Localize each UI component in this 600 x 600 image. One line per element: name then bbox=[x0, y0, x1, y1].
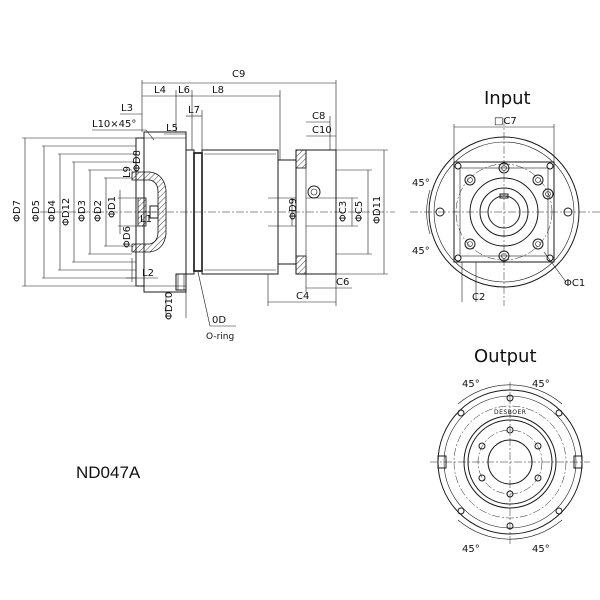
dim-c6: C6 bbox=[336, 277, 349, 288]
dim-d10: ΦD10 bbox=[164, 292, 175, 320]
input-square-flange bbox=[453, 161, 555, 263]
input-view: Input bbox=[410, 88, 600, 306]
model-number: ND047A bbox=[76, 463, 141, 482]
dim-od: 0D bbox=[212, 315, 226, 326]
dim-d1: ΦD1 bbox=[107, 196, 118, 218]
dim-d8: ΦD8 bbox=[132, 150, 143, 172]
input-dim-c1: ΦC1 bbox=[564, 278, 585, 289]
right-diameter-dims: ΦD9 ΦC3 ΦC5 ΦD11 bbox=[268, 149, 388, 275]
dim-l10: L10×45° bbox=[92, 119, 136, 130]
dim-l4: L4 bbox=[154, 85, 166, 96]
dim-l9: L9 bbox=[122, 166, 133, 178]
output-shaft-section bbox=[131, 171, 167, 253]
left-diameter-dims: ΦD7 ΦD5 ΦD4 ΦD12 ΦD3 ΦD2 ΦD1 bbox=[12, 137, 187, 320]
dim-d11: ΦD11 bbox=[372, 196, 383, 224]
dim-d4: ΦD4 bbox=[47, 200, 58, 222]
clamp-screw bbox=[307, 185, 321, 199]
dim-l6: L6 bbox=[178, 85, 190, 96]
dim-l7: L7 bbox=[188, 105, 200, 116]
dim-c8: C8 bbox=[312, 111, 325, 122]
input-bore bbox=[487, 195, 521, 229]
dim-l5: L5 bbox=[166, 123, 178, 134]
output-center-bore bbox=[487, 439, 533, 485]
output-title: Output bbox=[474, 346, 537, 367]
side-view: C9 L4 L6 L8 L3 L7 L10×45° L5 C8 C10 ΦD7 bbox=[12, 69, 395, 342]
output-brand: DESBOER bbox=[494, 409, 526, 416]
input-angle-1: 45° bbox=[412, 178, 430, 189]
dim-c4: C4 bbox=[296, 291, 309, 302]
dim-d12: ΦD12 bbox=[61, 198, 72, 226]
dim-d5: ΦD5 bbox=[31, 200, 42, 222]
dim-l3: L3 bbox=[121, 103, 133, 114]
dim-d9: ΦD9 bbox=[288, 198, 299, 220]
dim-d6: ΦD6 bbox=[122, 226, 133, 248]
dim-l8: L8 bbox=[212, 85, 224, 96]
dim-d7: ΦD7 bbox=[12, 200, 23, 222]
dim-l1: L1 bbox=[140, 214, 152, 225]
input-angle-2: 45° bbox=[412, 246, 430, 257]
output-angle-1: 45° bbox=[462, 379, 480, 390]
flange-bolt bbox=[175, 273, 187, 291]
dim-c9: C9 bbox=[232, 69, 245, 80]
output-view: Output DESBOER 45° 45° 45° 45° bbox=[430, 346, 590, 555]
dim-c3: ΦC3 bbox=[338, 201, 349, 222]
output-angle-3: 45° bbox=[462, 544, 480, 555]
oring-label: O-ring bbox=[206, 332, 234, 342]
dim-c10: C10 bbox=[312, 125, 332, 136]
input-dim-c2: C2 bbox=[472, 292, 485, 303]
input-title: Input bbox=[484, 88, 531, 109]
dim-d3: ΦD3 bbox=[77, 200, 88, 222]
dim-c5: ΦC5 bbox=[354, 201, 365, 222]
motor-flange bbox=[295, 149, 337, 275]
dim-d2: ΦD2 bbox=[93, 200, 104, 222]
dim-l2: L2 bbox=[142, 268, 154, 279]
output-angle-2: 45° bbox=[532, 379, 550, 390]
input-dim-c7: □C7 bbox=[494, 116, 517, 127]
output-angle-4: 45° bbox=[532, 544, 550, 555]
input-outer-circle bbox=[428, 136, 580, 288]
